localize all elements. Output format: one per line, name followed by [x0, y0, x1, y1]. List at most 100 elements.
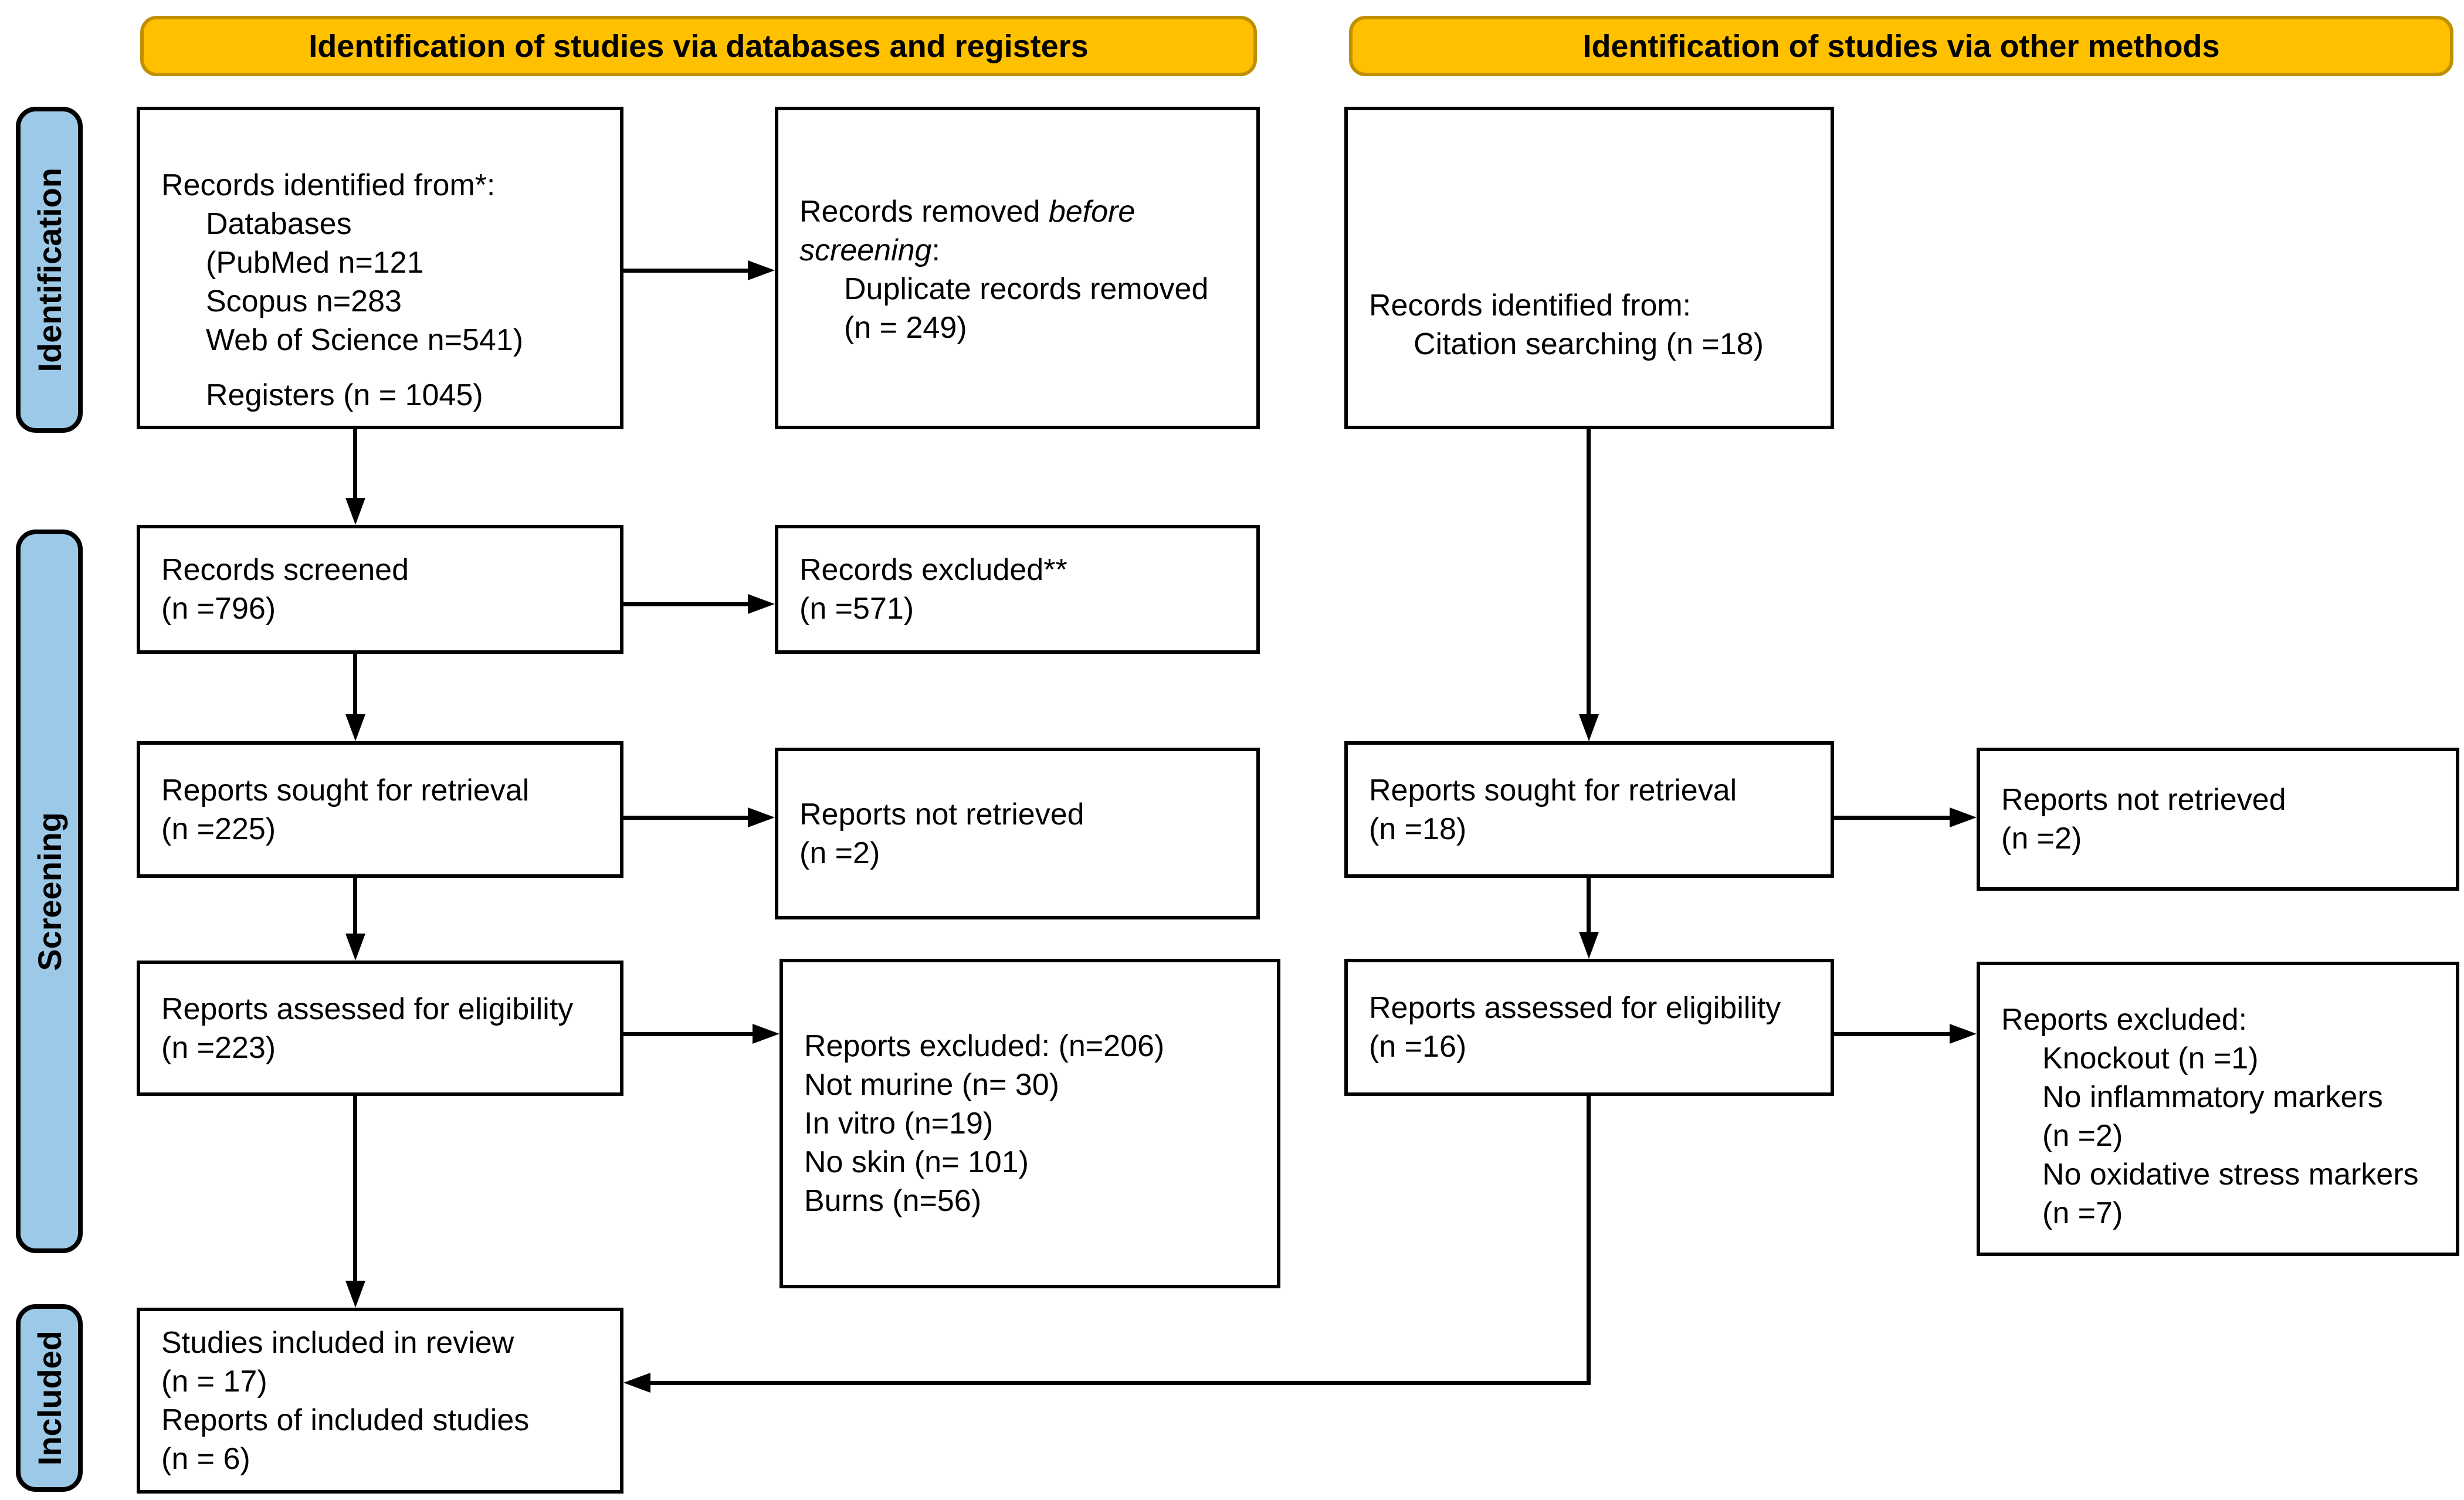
box-text: Reports sought for retrieval (n =225)	[140, 745, 620, 874]
box-text: Reports sought for retrieval (n =18)	[1348, 745, 1831, 874]
box-line: (n =2)	[2001, 822, 2082, 856]
box-records-excluded: Records excluded** (n =571)	[775, 525, 1260, 654]
box-line: Reports sought for retrieval	[161, 773, 530, 807]
box-records-screened: Records screened (n =796)	[137, 525, 623, 654]
box-line: (n =2)	[799, 836, 880, 870]
arrow-assessed-other-to-excluded	[1834, 1032, 1950, 1036]
box-line: Records identified from:	[1369, 289, 1692, 323]
arrow-assessed-to-included	[353, 1096, 357, 1281]
arrow-screened-to-excluded	[623, 602, 748, 606]
text-segment-italic: before	[1048, 195, 1136, 229]
box-text: Records screened (n =796)	[140, 528, 620, 650]
box-line: Records identified from*:	[161, 168, 496, 202]
box-line: Citation searching (n =18)	[1414, 327, 1764, 361]
text-segment: :	[931, 233, 940, 267]
box-line: In vitro (n=19)	[804, 1107, 994, 1141]
box-line: Records excluded**	[799, 553, 1067, 587]
box-studies-included: Studies included in review (n = 17) Repo…	[137, 1308, 623, 1494]
box-line: Web of Science n=541)	[206, 323, 524, 357]
arrow-screened-to-sought-head	[345, 714, 365, 741]
connector-assessed-other-head	[623, 1373, 650, 1393]
arrow-identified-to-removed-head	[748, 260, 775, 280]
arrow-screened-to-excluded-head	[748, 594, 775, 614]
box-reports-sought-databases: Reports sought for retrieval (n =225)	[137, 741, 623, 878]
box-line: (n = 17)	[161, 1364, 267, 1399]
box-line: Burns (n=56)	[804, 1184, 982, 1218]
box-line: Reports of included studies	[161, 1403, 530, 1437]
box-line: Registers (n = 1045)	[206, 378, 483, 412]
box-line: (n = 6)	[161, 1441, 250, 1476]
box-line: (n =796)	[161, 592, 276, 626]
banner-other-label: Identification of studies via other meth…	[1582, 28, 2220, 64]
box-line: No inflammatory markers	[2042, 1080, 2383, 1114]
box-line: (PubMed n=121	[206, 246, 424, 280]
arrow-assessed-to-included-head	[345, 1281, 365, 1308]
box-reports-assessed-other: Reports assessed for eligibility (n =16)	[1344, 959, 1834, 1096]
arrow-sought-to-assessed-head	[345, 934, 365, 961]
box-reports-excluded-other: Reports excluded: Knockout (n =1) No inf…	[1977, 962, 2459, 1256]
arrow-assessed-other-to-excluded-head	[1950, 1024, 1977, 1044]
box-line: Reports assessed for eligibility	[1369, 991, 1781, 1025]
box-text: Reports not retrieved (n =2)	[778, 751, 1256, 916]
stage-screening: Screening	[16, 530, 83, 1253]
arrow-sought-other-to-assessed-head	[1579, 932, 1599, 959]
box-reports-sought-other: Reports sought for retrieval (n =18)	[1344, 741, 1834, 878]
box-line: No skin (n= 101)	[804, 1145, 1029, 1179]
box-line: (n = 249)	[844, 311, 967, 345]
box-line: No oxidative stress markers	[2042, 1158, 2419, 1192]
box-line: Reports not retrieved	[2001, 783, 2286, 817]
box-line: Reports excluded: (n=206)	[804, 1029, 1165, 1063]
arrow-citation-to-sought-head	[1579, 714, 1599, 741]
box-reports-assessed-databases: Reports assessed for eligibility (n =223…	[137, 961, 623, 1096]
box-records-removed-before-screening: Records removed before screening: Duplic…	[775, 107, 1260, 429]
stage-identification-label: Identification	[30, 167, 68, 372]
stage-identification: Identification	[16, 107, 83, 433]
arrow-identified-to-removed	[623, 269, 748, 273]
banner-other-methods: Identification of studies via other meth…	[1349, 16, 2453, 76]
arrow-identified-to-screened	[353, 429, 357, 498]
box-line: Knockout (n =1)	[2042, 1041, 2259, 1075]
connector-assessed-other-horizontal	[650, 1381, 1591, 1385]
arrow-sought-other-to-notretrieved-head	[1950, 807, 1977, 827]
text-segment: Records removed	[799, 195, 1049, 229]
arrow-identified-to-screened-head	[345, 498, 365, 525]
box-text: Records excluded** (n =571)	[778, 528, 1256, 650]
arrow-screened-to-sought	[353, 654, 357, 714]
arrow-sought-other-to-assessed	[1587, 878, 1591, 932]
box-records-identified-databases: Records identified from*: Databases (Pub…	[137, 107, 623, 429]
box-line: Records removed before	[799, 192, 1246, 231]
box-line: (n =16)	[1369, 1030, 1467, 1064]
box-line: (n =223)	[161, 1030, 276, 1065]
box-text: Reports not retrieved (n =2)	[1980, 751, 2456, 887]
arrow-sought-to-assessed	[353, 878, 357, 934]
box-reports-excluded-databases: Reports excluded: (n=206) Not murine (n=…	[779, 959, 1280, 1288]
banner-databases-registers: Identification of studies via databases …	[140, 16, 1257, 76]
box-text: Reports excluded: (n=206) Not murine (n=…	[783, 962, 1277, 1285]
blank-line	[161, 359, 609, 376]
box-line: Studies included in review	[161, 1325, 514, 1360]
box-line: Databases	[206, 207, 352, 241]
box-line: Not murine (n= 30)	[804, 1068, 1059, 1102]
box-text: Records identified from: Citation search…	[1348, 110, 1831, 426]
stage-included-label: Included	[30, 1330, 68, 1466]
connector-assessed-other-down	[1587, 1096, 1591, 1385]
box-line: Scopus n=283	[206, 284, 402, 318]
box-line: (n =571)	[799, 592, 914, 626]
box-text: Studies included in review (n = 17) Repo…	[140, 1311, 620, 1490]
box-line: Reports excluded:	[2001, 1003, 2248, 1037]
text-segment-italic: screening	[799, 233, 932, 267]
box-line: Reports assessed for eligibility	[161, 992, 574, 1026]
box-reports-not-retrieved-other: Reports not retrieved (n =2)	[1977, 748, 2459, 891]
box-line: Reports not retrieved	[799, 797, 1084, 832]
arrow-assessed-to-excluded-head	[753, 1024, 779, 1044]
box-reports-not-retrieved-databases: Reports not retrieved (n =2)	[775, 748, 1260, 919]
arrow-sought-to-notretrieved	[623, 816, 748, 820]
box-records-identified-citation: Records identified from: Citation search…	[1344, 107, 1834, 429]
box-line: (n =2)	[2042, 1119, 2123, 1153]
arrow-assessed-to-excluded	[623, 1032, 753, 1036]
box-text: Records identified from*: Databases (Pub…	[140, 110, 620, 426]
stage-screening-label: Screening	[30, 812, 68, 971]
arrow-citation-to-sought	[1587, 429, 1591, 714]
box-line: (n =7)	[2042, 1196, 2123, 1230]
